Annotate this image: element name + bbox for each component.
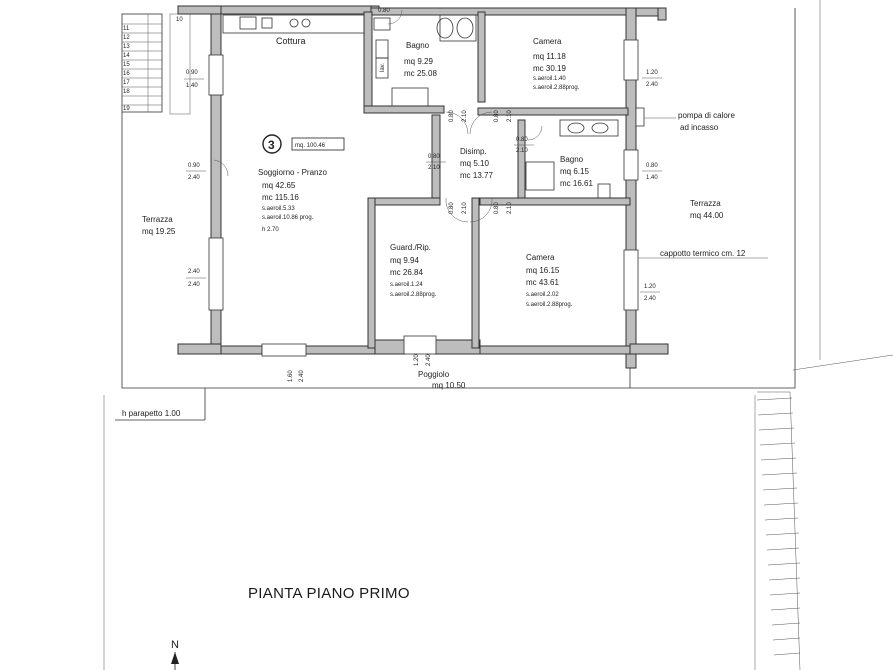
room-camera1-mc: mc 30.19	[533, 64, 566, 73]
room-terrazza-right-mq: mq 44.00	[690, 211, 724, 220]
room-camera1-mq: mq 11.18	[533, 52, 566, 61]
room-soggiorno-mc: mc 115.16	[262, 193, 299, 202]
opening-dim: 2.40	[188, 282, 200, 288]
room-terrazza-right-name: Terrazza	[690, 199, 721, 208]
room-camera1-aero2: s.aeroil.2.88prog.	[533, 85, 580, 91]
opening-dim: 1.20	[646, 70, 658, 76]
room-bagno1-mc: mc 25.08	[404, 69, 437, 78]
walls	[177, 5, 669, 369]
opening-dim: 0.80	[494, 110, 500, 122]
opening-dim: 2.10	[507, 202, 513, 214]
opening-dim: 0.80	[516, 137, 528, 143]
opening-dim: 2.10	[462, 110, 468, 122]
room-camera1-aero1: s.aeroil.1.40	[533, 76, 566, 82]
north-label: N	[171, 639, 179, 651]
room-bagno1-name: Bagno	[406, 41, 430, 50]
annotation-parapetto: h parapetto 1.00	[122, 409, 181, 418]
site-lines	[103, 0, 893, 670]
opening-dim: 2.10	[516, 148, 528, 154]
opening-dim: 1.40	[646, 175, 658, 181]
opening-dim: 0.80	[646, 163, 658, 169]
opening-dim: 2.40	[644, 296, 656, 302]
opening-dim: 0.90	[186, 70, 198, 76]
room-poggiolo-name: Poggiolo	[418, 370, 450, 379]
stair-num: 13	[123, 44, 130, 50]
room-soggiorno-aero2: s.aeroil.10.86 prog.	[262, 215, 314, 221]
room-bagno1-sign: lav.	[380, 63, 386, 72]
kitchen-counter	[222, 14, 365, 34]
annotation-pompa-line1: pompa di calore	[678, 111, 735, 120]
stair-num: 16	[123, 71, 130, 77]
room-camera1-name: Camera	[533, 37, 562, 46]
stair-num: 19	[123, 106, 130, 112]
room-soggiorno-name: Soggiorno - Pranzo	[258, 168, 327, 177]
hatch-strip	[756, 397, 801, 656]
room-cottura-name: Cottura	[276, 36, 306, 46]
plan-title: PIANTA PIANO PRIMO	[248, 585, 410, 602]
room-disimp-name: Disimp.	[460, 147, 487, 156]
room-guard-aero1: s.aeroil.1.24	[390, 282, 423, 288]
room-guard-mc: mc 26.84	[390, 268, 423, 277]
room-bagno2-mc: mc 16.61	[560, 179, 593, 188]
room-disimp-mc: mc 13.77	[460, 171, 493, 180]
opening-dim: 2.40	[646, 82, 658, 88]
opening-dim: 1.60	[288, 370, 294, 382]
opening-dim: 1.40	[186, 83, 198, 89]
room-soggiorno-h: h 2.70	[262, 227, 279, 233]
unit-badge: 3 mq. 100.46	[262, 134, 345, 154]
opening-dim: 2.40	[188, 269, 200, 275]
opening-dim: 2.10	[462, 202, 468, 214]
opening-dim: 0.80	[449, 110, 455, 122]
room-camera2-mq: mq 16.15	[526, 266, 560, 275]
opening-dim: 2.40	[188, 175, 200, 181]
room-soggiorno-aero1: s.aeroil.5.33	[262, 206, 295, 212]
opening-dim: 0.80	[494, 202, 500, 214]
stair-num: 18	[123, 89, 130, 95]
terrace-outline	[115, 8, 796, 421]
room-camera2-aero1: s.aeroil.2.02	[526, 292, 559, 298]
stair-num: 14	[123, 53, 130, 59]
room-camera2-name: Camera	[526, 253, 555, 262]
opening-dim: 2.40	[299, 370, 305, 382]
room-terrazza-left-name: Terrazza	[142, 215, 173, 224]
stair-num: 17	[123, 80, 130, 86]
room-guard-name: Guard./Rip.	[390, 243, 431, 252]
room-guard-aero2: s.aeroil.2.88prog.	[390, 292, 437, 298]
bathroom-fixtures-2	[525, 119, 619, 199]
opening-dim: 0.80	[378, 8, 390, 14]
stair-num: 10	[176, 17, 183, 23]
opening-dim: 0.90	[188, 163, 200, 169]
unit-number: 3	[268, 138, 275, 152]
opening-dim: 0.80	[449, 202, 455, 214]
room-poggiolo-mq: mq 10.50	[432, 381, 466, 390]
room-terrazza-left-mq: mq 19.25	[142, 227, 176, 236]
north-arrow: N	[171, 639, 179, 670]
room-bagno2-name: Bagno	[560, 155, 584, 164]
room-camera2-aero2: s.aeroil.2.88prog.	[526, 302, 573, 308]
annotation-pompa-line2: ad incasso	[680, 123, 719, 132]
annotation-cappotto: cappotto termico cm. 12	[660, 249, 746, 258]
opening-dim: 0.80	[428, 154, 440, 160]
stair: 10 11 12 13 14 15 16 17 18 19	[121, 13, 191, 115]
room-guard-mq: mq 9.94	[390, 256, 419, 265]
opening-dim: 2.10	[507, 110, 513, 122]
opening-dim: 2.40	[426, 354, 432, 366]
room-bagno1-mq: mq 9.29	[404, 57, 433, 66]
room-bagno2-mq: mq 6.15	[560, 167, 589, 176]
opening-dim: 2.10	[428, 165, 440, 171]
stair-num: 11	[123, 26, 130, 32]
room-camera2-mc: mc 43.61	[526, 278, 559, 287]
unit-area: mq. 100.46	[295, 143, 326, 149]
doors	[213, 9, 543, 223]
opening-dim: 1.20	[644, 284, 656, 290]
opening-dim: 1.20	[414, 354, 420, 366]
stair-num: 15	[123, 62, 130, 68]
room-soggiorno-mq: mq 42.65	[262, 181, 296, 190]
heat-pump-marker	[635, 107, 676, 127]
windows	[208, 39, 639, 357]
room-disimp-mq: mq 5.10	[460, 159, 489, 168]
stair-num: 12	[123, 35, 130, 41]
